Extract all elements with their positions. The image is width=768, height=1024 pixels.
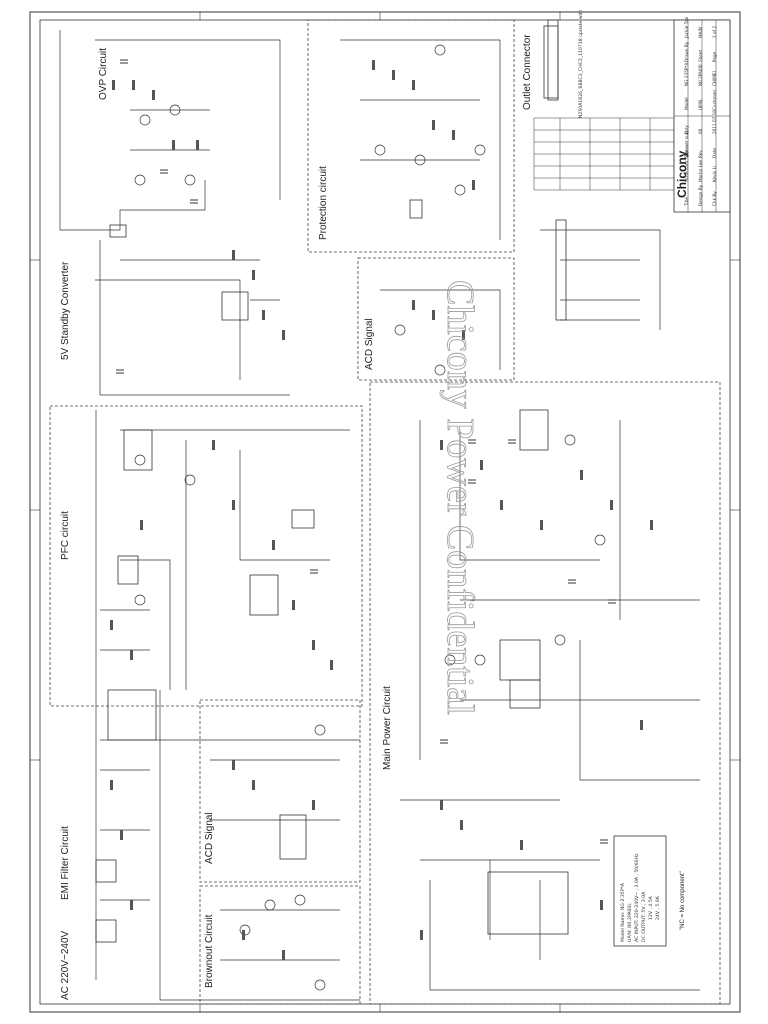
title-value-sheet: MAIN (698, 27, 703, 38)
title-label-drawn-by: Drawn By (684, 41, 689, 62)
watermark: Chicony Power Confidential (439, 280, 481, 715)
title-label-date: Date (712, 148, 717, 158)
title-label-size: Size (684, 149, 689, 158)
label-ovp: OVP Circuit (98, 48, 109, 100)
capacitor-marks (116, 59, 616, 844)
title-label-customer: Customer (712, 89, 717, 110)
schematic-wiring (59, 30, 700, 1001)
protection-frame (307, 19, 515, 253)
title-value-title: Schematic of power supply (684, 125, 689, 182)
label-brownout: Brownout Circuit (204, 914, 215, 988)
title-value-design-by: Martin Lee (698, 159, 703, 182)
title-block-rows: Model NG-235P*A UP/N N0.2PA00L Customer CHIME… (684, 17, 717, 207)
label-acd-signal-right: ACD Signal (364, 318, 375, 370)
model-note-line4: DC OUTPUT: 5V , 3.0A (641, 891, 647, 942)
title-value-rev: 00 (698, 128, 703, 134)
title-label-up-n: UP/N (698, 100, 703, 110)
label-ac-input: AC 220V~240V (60, 930, 71, 1000)
label-acd-signal-left: ACD Signal (204, 812, 215, 864)
title-value-customer: CHIMEI (712, 71, 717, 86)
model-note-line5: 12V , 4.5A (648, 895, 654, 920)
pfc-frame (49, 405, 363, 707)
title-value-up-n: N0.2PA00L (698, 63, 703, 86)
main-power-frame (369, 381, 721, 1005)
company-logo: Chicony (675, 150, 689, 198)
title-value-chk-by: Kevin Li (712, 166, 717, 182)
symbol-marks (134, 44, 606, 991)
sheet-border-inner (39, 19, 731, 1005)
model-note-line6: 24V , 5.0A (655, 895, 661, 920)
schematic-components (95, 19, 569, 943)
title-label-model: Model (684, 97, 689, 110)
model-note-box (613, 835, 667, 947)
title-label-sheet: Sheet (698, 50, 703, 62)
title-label-rev: Rev (698, 150, 703, 158)
brownout-frame (199, 885, 361, 1005)
label-main-power: Main Power Circuit (382, 686, 393, 770)
acd-left-frame (199, 699, 361, 883)
title-value-page: 1 of 2 (712, 26, 717, 38)
sheet-border-outer (29, 11, 741, 1013)
nc-note: "NC = No component" (680, 871, 686, 930)
label-protection: Protection circuit (318, 166, 329, 240)
top-revision-note: N250A1826_BB8C3_CHC2_110718 update with (578, 9, 584, 118)
title-label-page: Page (712, 51, 717, 62)
label-emi-filter: EMI Filter Circuit (60, 826, 71, 900)
resistor-marks (110, 60, 653, 960)
label-pfc: PFC circuit (60, 511, 71, 560)
title-value-model: NG-235P*A (684, 63, 689, 86)
title-label-design-by: Design By (698, 184, 703, 206)
title-value-drawn-by: Jackie Tsai (684, 17, 689, 39)
acd-right-frame (357, 257, 515, 381)
label-standby: 5V Standby Converter (60, 261, 71, 360)
outlet-connector-table (533, 117, 675, 191)
model-note-line2: UP/N: N0.2PA00L (627, 903, 633, 942)
label-outlet: Outlet Connector (522, 34, 533, 110)
model-note-line3: AC INPUT: 220-240V~ , 3.0A , 50/60Hz (634, 853, 640, 942)
border-ticks (30, 12, 740, 1012)
title-label-chk-by: Chk By (712, 191, 717, 206)
title-block: Chicony Model NG-235P*A UP/N N0.2PA00L Custo… (673, 17, 731, 213)
title-value-date: 2011.07.18 (712, 110, 717, 134)
title-label-title: Title (684, 197, 689, 207)
model-note-line1: Model Name: NG-2.35P*A (620, 882, 626, 942)
title-value-size: D (684, 131, 689, 134)
